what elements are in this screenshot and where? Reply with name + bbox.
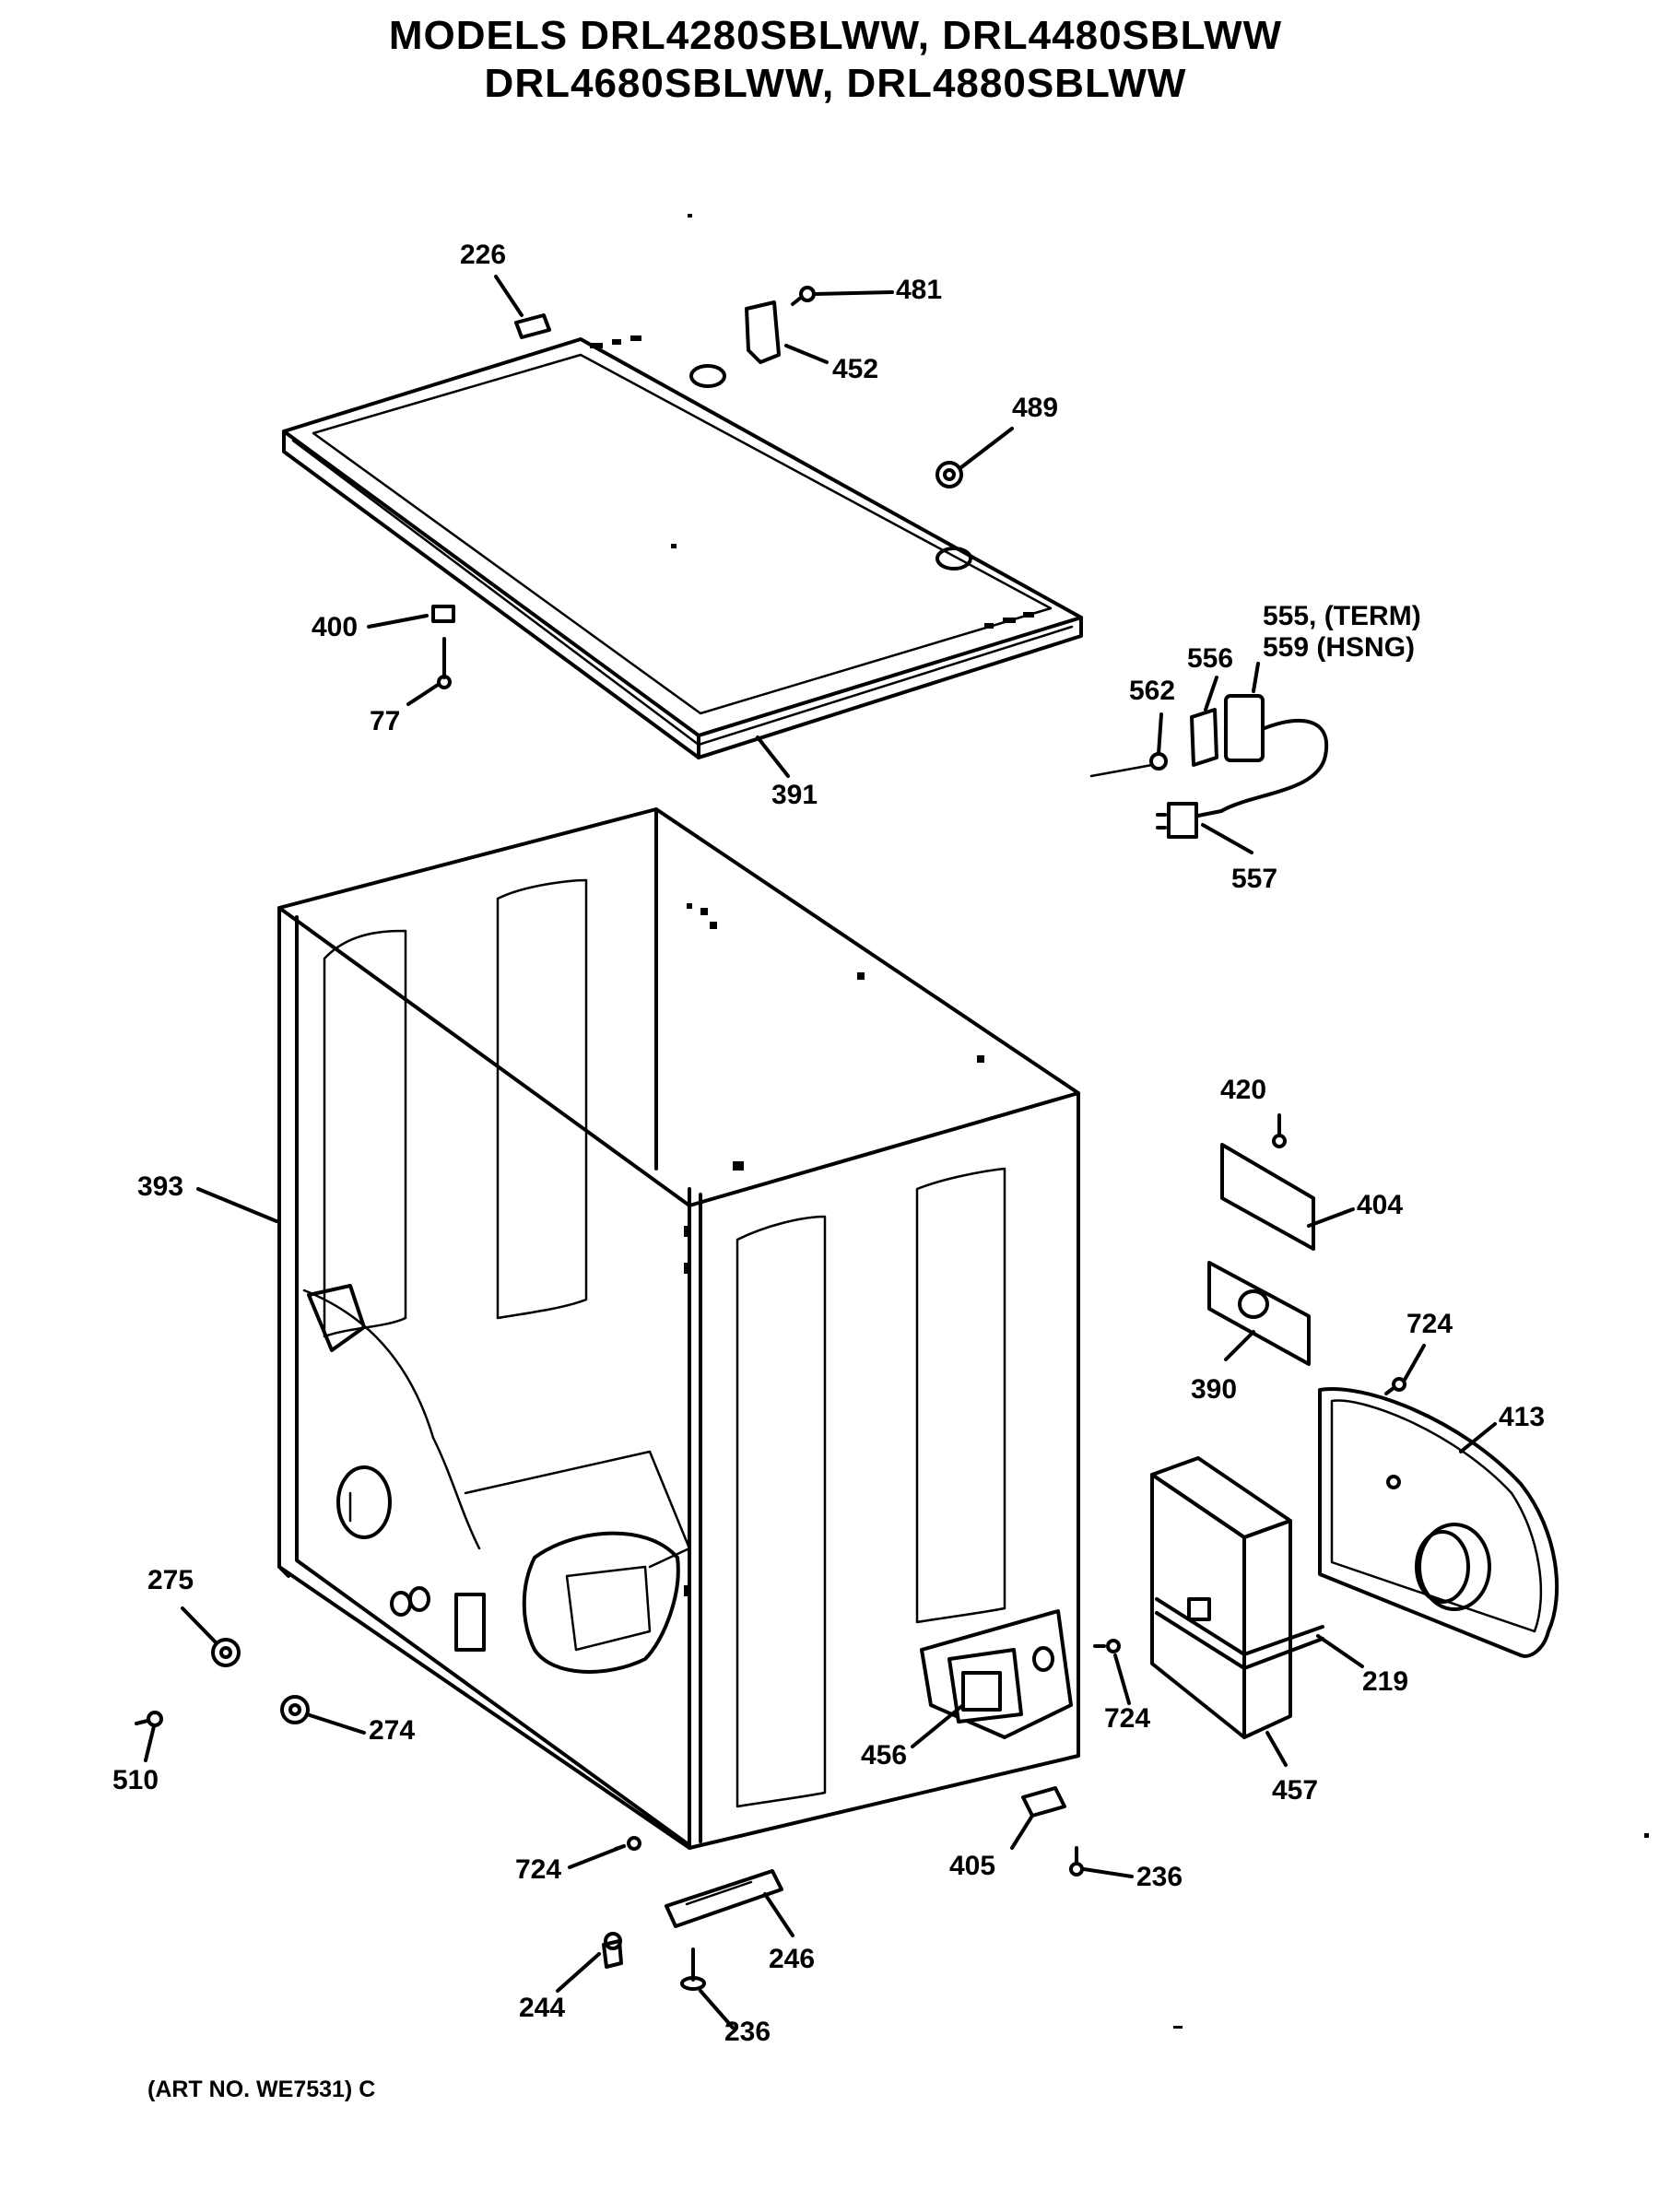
label-391: 391 <box>771 780 818 810</box>
part-274 <box>280 1695 310 1724</box>
label-77: 77 <box>370 706 401 736</box>
part-226 <box>514 313 551 339</box>
label-452: 452 <box>832 354 879 384</box>
label-510: 510 <box>112 1765 159 1795</box>
part-400 <box>431 605 455 623</box>
label-724-c: 724 <box>515 1854 562 1885</box>
label-562: 562 <box>1129 676 1176 706</box>
label-236-a: 236 <box>1136 1862 1183 1892</box>
part-420-404-390 <box>1207 1134 1315 1366</box>
leader-lines <box>144 275 1497 2030</box>
label-275: 275 <box>147 1565 194 1595</box>
label-390: 390 <box>1191 1374 1238 1405</box>
part-489 <box>936 461 963 488</box>
label-724-b: 724 <box>1104 1703 1151 1734</box>
part-405 <box>1021 1786 1066 1818</box>
part-77 <box>437 637 452 689</box>
part-481-452 <box>745 286 816 364</box>
label-405: 405 <box>949 1851 996 1881</box>
speck <box>688 214 692 218</box>
label-557: 557 <box>1231 864 1278 894</box>
label-226: 226 <box>460 240 507 270</box>
label-246: 246 <box>769 1944 816 1974</box>
label-236-b: 236 <box>724 2017 771 2047</box>
part-724-b <box>1093 1639 1121 1653</box>
part-246 <box>665 1869 783 1928</box>
label-404: 404 <box>1357 1190 1404 1220</box>
label-481: 481 <box>896 275 943 305</box>
label-489: 489 <box>1012 393 1059 423</box>
art-number: (ART NO. WE7531) C <box>147 2077 376 2102</box>
label-274: 274 <box>369 1715 416 1746</box>
part-275 <box>211 1638 241 1667</box>
part-244 <box>602 1932 623 1969</box>
diagram-title-line-2: DRL4680SBLWW, DRL4880SBLWW <box>484 61 1187 106</box>
part-457 <box>1150 1456 1292 1739</box>
label-724-a: 724 <box>1406 1309 1453 1339</box>
label-219: 219 <box>1362 1666 1409 1697</box>
speck <box>1173 2026 1183 2029</box>
top-panel-391 <box>282 335 1083 759</box>
label-400: 400 <box>312 612 359 642</box>
label-420: 420 <box>1220 1075 1267 1105</box>
label-555: 555, (TERM) <box>1263 601 1421 631</box>
part-219 <box>1155 1597 1324 1670</box>
power-cord-group <box>1089 694 1329 839</box>
label-456: 456 <box>861 1740 908 1771</box>
part-510 <box>135 1711 163 1727</box>
label-559: 559 (HSNG) <box>1263 632 1416 663</box>
part-236-a <box>1069 1846 1084 1877</box>
label-244: 244 <box>519 1993 566 2023</box>
label-393: 393 <box>137 1171 184 1202</box>
label-556: 556 <box>1187 643 1234 674</box>
part-236-b <box>680 1947 706 1991</box>
part-413 <box>1318 1387 1559 1658</box>
label-413: 413 <box>1499 1402 1546 1432</box>
cabinet-393 <box>277 807 1080 1850</box>
label-457: 457 <box>1272 1775 1319 1806</box>
speck <box>1644 1833 1649 1838</box>
diagram-title-line-1: MODELS DRL4280SBLWW, DRL4480SBLWW <box>388 13 1283 58</box>
part-724-a <box>1384 1377 1406 1395</box>
